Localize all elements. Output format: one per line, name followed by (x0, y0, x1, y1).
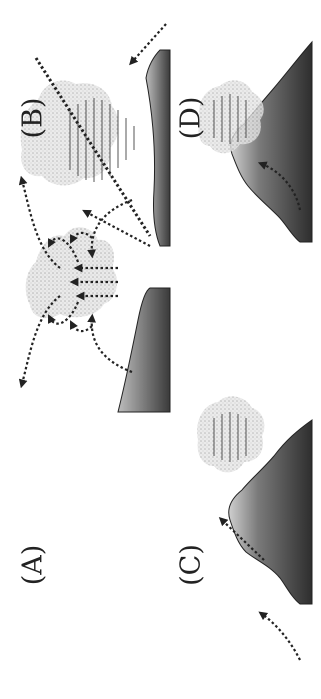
panel-b: (B) (18, 24, 171, 246)
dotted-arrow-icon (262, 614, 300, 660)
panel-d: (D) (176, 42, 313, 242)
panel-label: (C) (176, 544, 207, 586)
panel-label: (A) (18, 545, 49, 586)
panel-a: (A) (18, 180, 171, 585)
cloud-mass (197, 396, 264, 472)
panel-label: (B) (18, 98, 49, 139)
panel-c: (C) (176, 396, 313, 660)
panel-label: (D) (176, 97, 207, 140)
dotted-arrow-icon (72, 324, 92, 331)
water-surface (118, 288, 170, 412)
cloud-mass (26, 227, 117, 318)
dotted-arrow-icon (92, 318, 132, 372)
water-surface (146, 50, 170, 246)
